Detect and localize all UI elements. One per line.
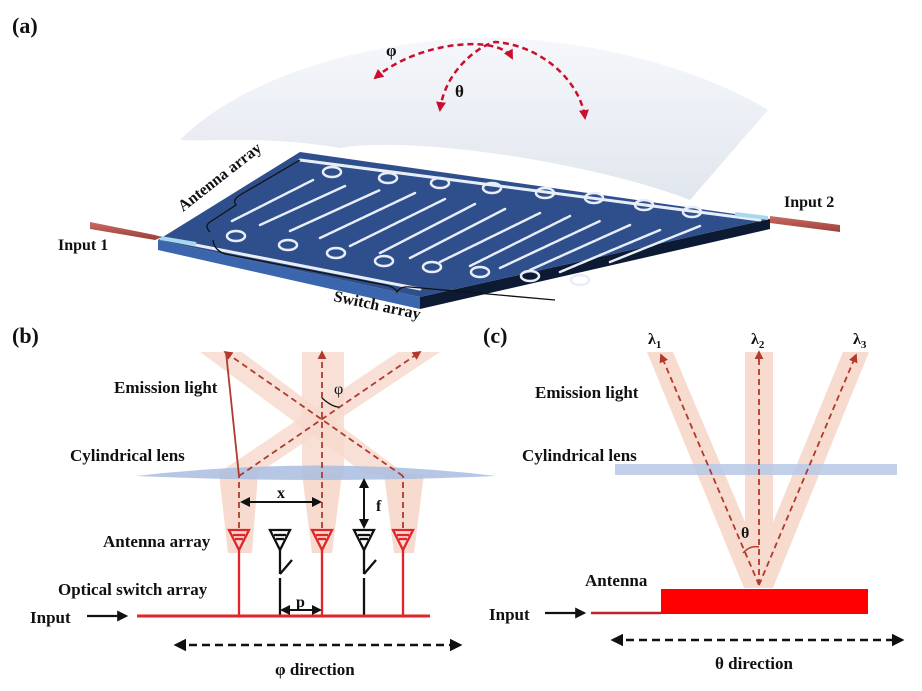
emission-light-label-c: Emission light (535, 383, 639, 402)
input2-label: Input 2 (784, 194, 834, 211)
panel-c: (c) θ λ1 λ2 λ3 Emission light Cylindrica… (483, 323, 905, 673)
waveguide-network (168, 158, 762, 291)
input1-label: Input 1 (58, 237, 108, 254)
theta-arrow (436, 40, 589, 120)
theta-angle-arc (742, 545, 760, 554)
antenna-block (661, 589, 868, 614)
f-label: f (376, 498, 382, 515)
theta-symbol: θ (455, 82, 464, 101)
input2-coupler (734, 212, 769, 220)
chip-substrate (158, 152, 770, 297)
phi-arrow (373, 42, 514, 80)
rays-b (223, 350, 422, 528)
antenna-inactive-2 (352, 528, 377, 616)
cylindrical-lens-b (136, 465, 496, 480)
phi-angle-arc (321, 397, 340, 408)
chip-substrate-side-right (420, 219, 770, 309)
antenna-active-3 (391, 528, 415, 616)
input-label-c: Input (489, 605, 530, 624)
panel-a: (a) (12, 13, 840, 323)
lambda2-label: λ2 (751, 331, 765, 351)
lambda1-label: λ1 (648, 331, 661, 351)
panel-b-label: (b) (12, 323, 39, 348)
antenna-active-1 (227, 528, 251, 616)
switch-rings-bottom (225, 229, 591, 287)
lambda3-symbol: λ (853, 331, 861, 348)
emission-beams (200, 352, 440, 553)
antenna-inactive-1 (268, 528, 293, 616)
panel-b: (b) φ x f (12, 323, 496, 679)
input1-fiber (90, 222, 162, 240)
steering-arrows (373, 40, 589, 120)
antenna-label-c: Antenna (585, 571, 648, 590)
lambda2-subscript: 2 (759, 339, 765, 351)
beam-right-lower (384, 474, 424, 553)
input2-fiber (770, 216, 840, 232)
rays-c (659, 350, 858, 586)
optical-switch-array-label: Optical switch array (58, 580, 208, 599)
lambda1-subscript: 1 (656, 339, 662, 351)
lambda3-subscript: 3 (861, 339, 867, 351)
emission-light-label-b: Emission light (114, 378, 218, 397)
lambda2-symbol: λ (751, 331, 759, 348)
theta-direction-label: θ direction (715, 654, 794, 673)
input1-coupler (159, 236, 197, 246)
panel-c-label: (c) (483, 323, 507, 348)
antenna-active-2 (310, 528, 334, 616)
cylindrical-lens-c (615, 464, 897, 475)
panel-a-label: (a) (12, 13, 38, 38)
p-label: p (296, 594, 305, 611)
phi-symbol: φ (386, 41, 397, 60)
input-label-b: Input (30, 608, 71, 627)
x-label: x (277, 485, 285, 502)
antenna-array-bracket (206, 159, 301, 233)
chip-substrate-side (158, 240, 420, 309)
beam-vertical (302, 352, 344, 474)
phi-direction-label: φ direction (275, 660, 355, 679)
antenna-array-label-b: Antenna array (103, 532, 211, 551)
lambda1-symbol: λ (648, 331, 656, 348)
cylindrical-lens-label-b: Cylindrical lens (70, 446, 185, 465)
switch-rings-top (321, 165, 703, 219)
cylindrical-lens-label-c: Cylindrical lens (522, 446, 637, 465)
lambda3-label: λ3 (853, 331, 867, 351)
antenna-array-b (227, 528, 415, 616)
phi-angle-label: φ (334, 381, 343, 398)
switch-array-bracket (212, 239, 556, 301)
theta-angle-label: θ (741, 525, 749, 542)
